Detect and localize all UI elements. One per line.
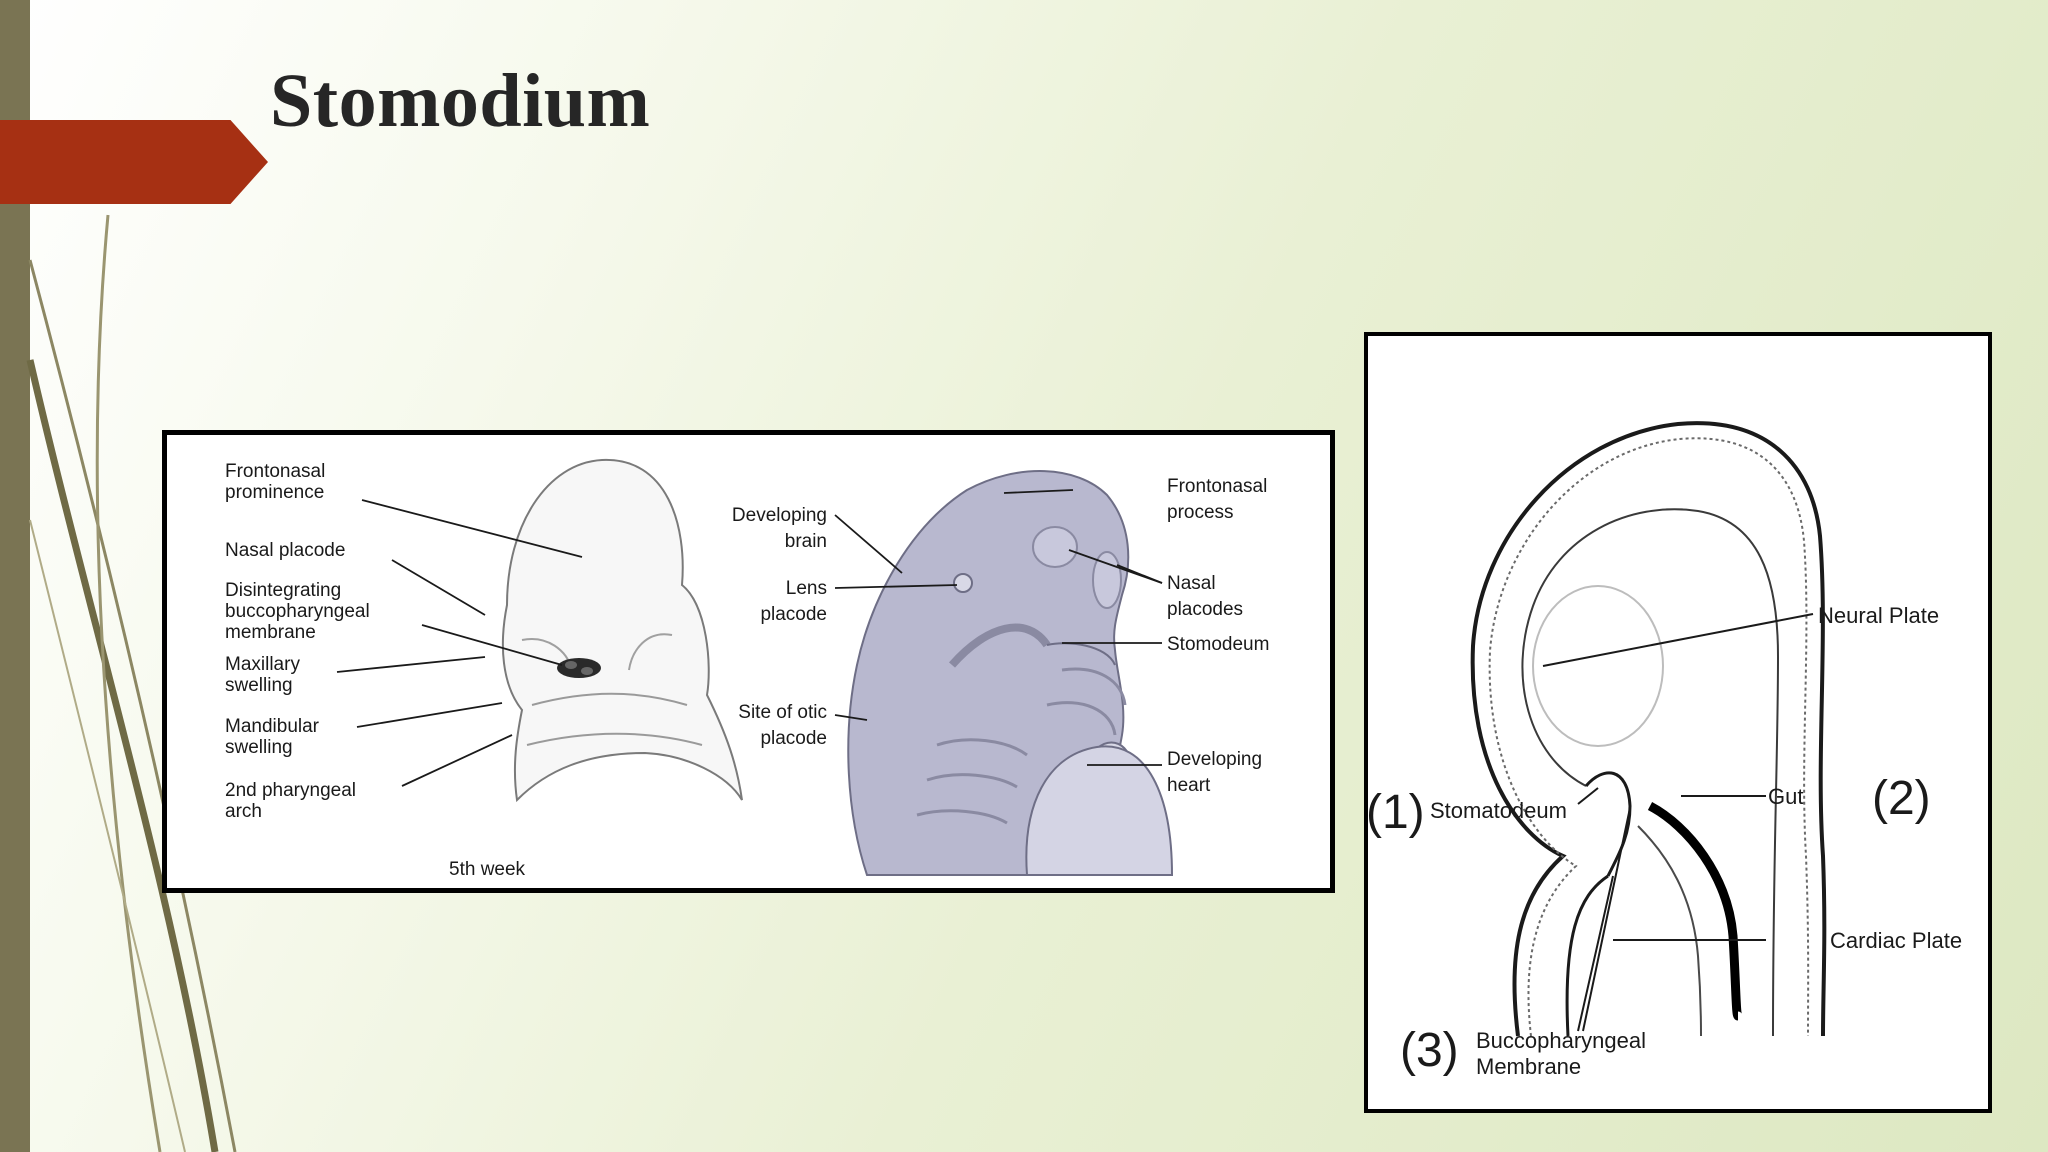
marker-two: (2) xyxy=(1872,772,1931,825)
front-view-leader-lines xyxy=(336,499,583,787)
label-nasal-placodes-2: placodes xyxy=(1167,599,1243,620)
label-buccopharyngeal-2: Membrane xyxy=(1476,1054,1581,1079)
label-developing-heart-1: Developing xyxy=(1167,749,1262,770)
label-frontonasal-process-1: Frontonasal xyxy=(1167,476,1267,497)
label-otic-placode-2: placode xyxy=(760,728,827,749)
embryo-section-drawing xyxy=(1470,421,1827,1037)
label-stomatodeum: Stomatodeum xyxy=(1430,798,1567,823)
label-cardiac-plate: Cardiac Plate xyxy=(1830,928,1962,953)
label-otic-placode-1: Site of otic xyxy=(738,702,827,723)
side-view-embryo xyxy=(847,470,1174,876)
label-stomodeum: Stomodeum xyxy=(1167,634,1269,655)
label-maxillary-1: Maxillary xyxy=(225,654,300,675)
label-maxillary-2: swelling xyxy=(225,675,293,696)
side-view-leader-lines xyxy=(834,489,1163,766)
label-disintegrating-3: membrane xyxy=(225,622,316,643)
label-disintegrating-2: buccopharyngeal xyxy=(225,601,370,622)
label-developing-heart-2: heart xyxy=(1167,775,1211,796)
decorative-curves xyxy=(26,214,300,1152)
embryo-face-illustration: Frontonasal prominence Nasal placode Dis… xyxy=(225,458,1269,880)
label-frontonasal-prominence-2: prominence xyxy=(225,482,324,503)
label-pharyngeal-arch-2: arch xyxy=(225,801,262,822)
label-mandibular-1: Mandibular xyxy=(225,716,320,737)
label-developing-brain-2: brain xyxy=(785,531,827,552)
label-disintegrating-1: Disintegrating xyxy=(225,580,341,601)
embryo-face-figure: Frontonasal prominence Nasal placode Dis… xyxy=(162,430,1335,893)
label-frontonasal-prominence-1: Frontonasal xyxy=(225,461,325,482)
label-neural-plate: Neural Plate xyxy=(1818,603,1939,628)
figure-caption-week: 5th week xyxy=(449,859,526,880)
label-gut: Gut xyxy=(1768,784,1803,809)
label-frontonasal-process-2: process xyxy=(1167,502,1234,523)
label-nasal-placodes-1: Nasal xyxy=(1167,573,1216,594)
section-leader-lines xyxy=(1542,613,1814,1032)
front-view-embryo xyxy=(501,458,743,803)
label-developing-brain-1: Developing xyxy=(732,505,827,526)
label-mandibular-2: swelling xyxy=(225,737,293,758)
label-buccopharyngeal-1: Buccopharyngeal xyxy=(1476,1028,1646,1053)
title-arrow-marker xyxy=(0,120,268,204)
label-lens-placode-2: placode xyxy=(760,604,827,625)
label-lens-placode-1: Lens xyxy=(786,578,827,599)
label-pharyngeal-arch-1: 2nd pharyngeal xyxy=(225,780,356,801)
embryo-section-illustration: Neural Plate Stomatodeum Gut Cardiac Pla… xyxy=(1366,421,1962,1079)
marker-one: (1) xyxy=(1368,786,1425,839)
marker-three: (3) xyxy=(1400,1024,1459,1077)
slide-title: Stomodium xyxy=(270,59,651,143)
label-nasal-placode: Nasal placode xyxy=(225,540,345,561)
embryo-section-figure: Neural Plate Stomatodeum Gut Cardiac Pla… xyxy=(1364,332,1992,1113)
